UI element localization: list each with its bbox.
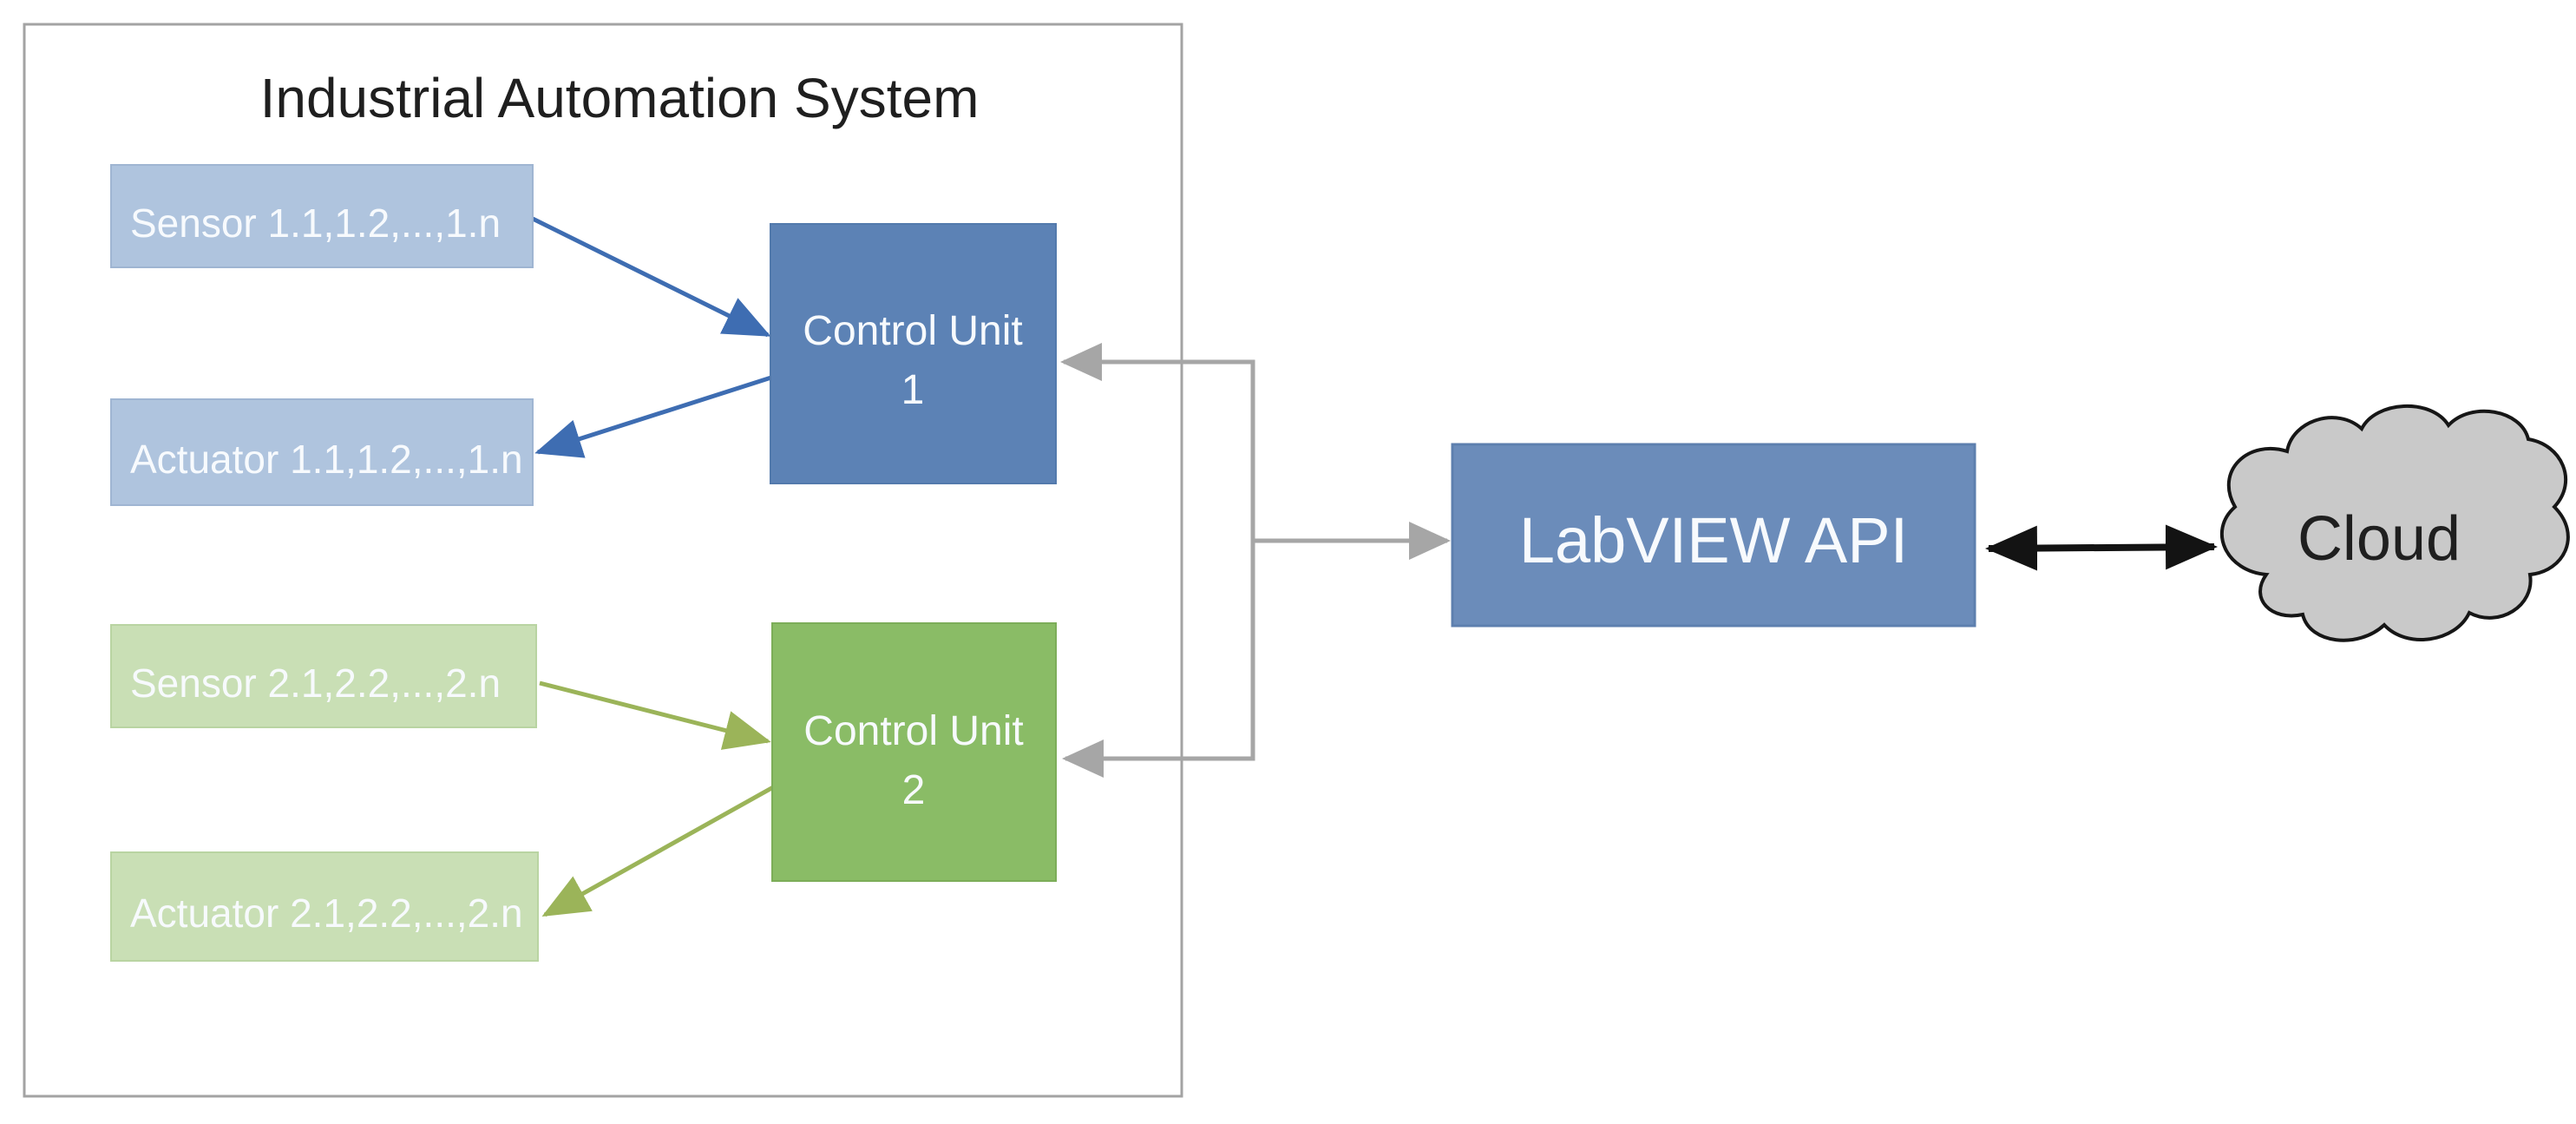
control-unit2-label: Control Unit	[803, 708, 1023, 754]
arrow-cu2-to-actuator2	[541, 784, 777, 917]
system-boundary-box	[23, 23, 1183, 1098]
control-unit2-number: 2	[902, 767, 926, 813]
control-unit1-box	[770, 223, 1057, 484]
labview-api-label: LabVIEW API	[1519, 504, 1908, 576]
labview-api-box	[1451, 443, 1976, 628]
actuator1-label: Actuator 1.1,1.2,...,1.n	[130, 437, 523, 482]
sensor2-label: Sensor 2.1,2.2,...,2.n	[130, 661, 501, 706]
actuator2-label: Actuator 2.1,2.2,...,2.n	[130, 891, 523, 936]
sensor1-box	[110, 164, 534, 268]
control-unit2-box	[771, 622, 1057, 882]
arrow-api-cloud-bidirectional	[1985, 524, 2218, 571]
sensor2-box	[110, 624, 537, 728]
arrow-sensor1-to-cu1	[531, 216, 771, 338]
control-unit1-label: Control Unit	[803, 308, 1022, 354]
arrow-cu1-to-actuator1	[534, 374, 775, 458]
cloud-label: Cloud	[2297, 504, 2461, 574]
actuator2-box	[110, 851, 539, 962]
arrow-sensor2-to-cu2	[539, 680, 771, 750]
control-unit1-number: 1	[901, 367, 925, 413]
cloud-shape	[2219, 404, 2570, 642]
sensor1-label: Sensor 1.1,1.2,...,1.n	[130, 200, 501, 246]
system-title: Industrial Automation System	[260, 67, 980, 129]
actuator1-box	[110, 398, 534, 506]
